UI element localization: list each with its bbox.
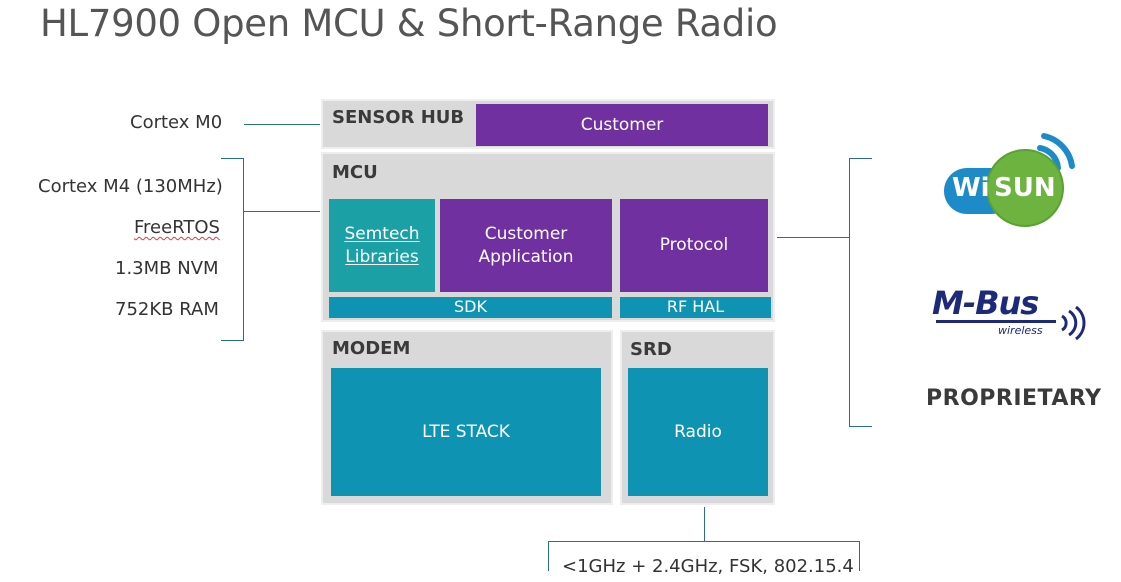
protocols-bracket-vertical <box>849 158 850 427</box>
mbus-sub-text: wireless <box>998 324 1043 337</box>
mcu-panel: MCU Semtech Libraries Customer Applicati… <box>321 152 775 322</box>
wisun-wi-text: Wi <box>952 173 990 203</box>
srd-panel: SRD Radio <box>620 330 775 505</box>
m4-bracket-vertical <box>243 158 244 340</box>
wisun-sun-text: SUN <box>994 173 1056 203</box>
proprietary-label: PROPRIETARY <box>926 386 1102 411</box>
ram-label: 752KB RAM <box>115 299 219 320</box>
page-title: HL7900 Open MCU & Short-Range Radio <box>40 2 778 45</box>
mbus-signal-icon <box>1061 306 1086 340</box>
customer-application-box: Customer Application <box>440 199 612 292</box>
mcu-connector-line <box>244 211 320 212</box>
sensor-hub-customer-box: Customer <box>476 104 768 146</box>
m0-connector-line <box>244 124 320 125</box>
srd-connector-line <box>704 507 705 541</box>
sdk-bar: SDK <box>329 297 612 318</box>
bottom-bracket-top <box>548 541 860 542</box>
rf-hal-bar: RF HAL <box>620 297 771 318</box>
semtech-libraries-box: Semtech Libraries <box>329 199 435 292</box>
wisun-logo: Wi SUN <box>940 128 1085 230</box>
cortex-m4-label: Cortex M4 (130MHz) <box>38 176 223 197</box>
mbus-logo: M-Bus wireless <box>930 284 1090 344</box>
cortex-m0-label: Cortex M0 <box>130 112 223 133</box>
protocols-bracket-top <box>849 158 872 159</box>
m4-bracket-top <box>221 158 244 159</box>
mcu-label: MCU <box>332 162 378 183</box>
radio-box: Radio <box>628 368 768 496</box>
lte-stack-box: LTE STACK <box>331 368 601 496</box>
bottom-bracket-left <box>548 541 549 571</box>
modem-panel: MODEM LTE STACK <box>321 330 613 505</box>
modem-label: MODEM <box>332 338 411 359</box>
semtech-libraries-text: Semtech Libraries <box>344 224 420 267</box>
bottom-bracket-right <box>859 541 860 571</box>
mbus-underline <box>936 320 1056 323</box>
srd-label: SRD <box>630 339 672 360</box>
protocol-connector-line <box>777 237 849 238</box>
mbus-main-text: M-Bus <box>932 284 1039 322</box>
nvm-label: 1.3MB NVM <box>115 258 219 279</box>
protocols-bracket-bottom <box>849 426 872 427</box>
sensor-hub-label: SENSOR HUB <box>332 107 465 128</box>
protocol-box: Protocol <box>620 199 768 292</box>
frequency-label: <1GHz + 2.4GHz, FSK, 802.15.4 <box>562 556 854 577</box>
wisun-logo-graphic <box>944 133 1075 227</box>
freertos-label: FreeRTOS <box>134 217 220 238</box>
m4-bracket-bottom <box>221 340 244 341</box>
sensor-hub-panel: SENSOR HUB Customer <box>321 99 775 149</box>
